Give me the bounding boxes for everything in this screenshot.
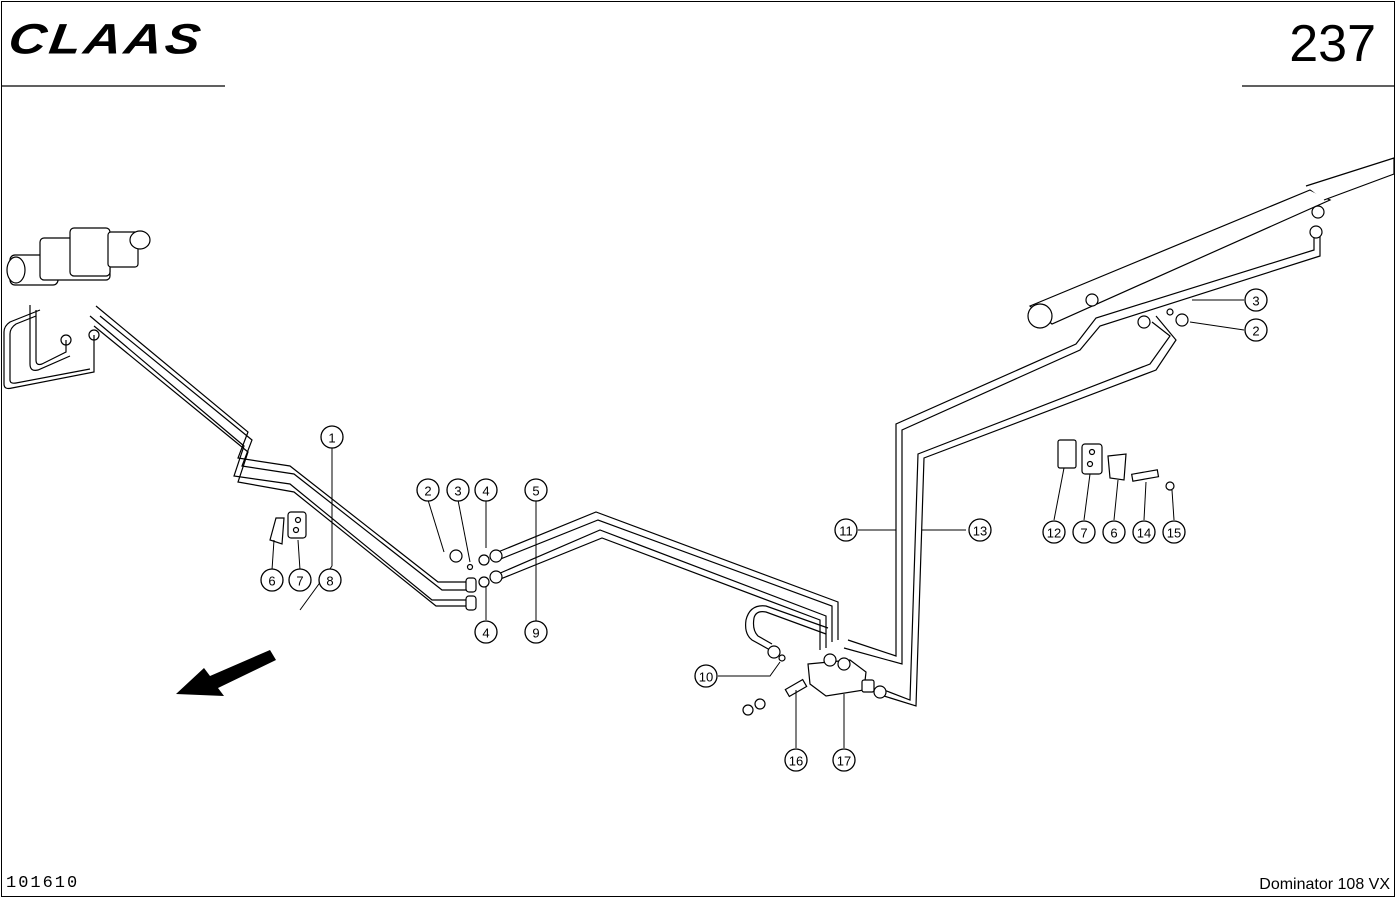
callout-label: 4 [482, 484, 489, 499]
callout-4: 4 [474, 478, 498, 502]
callout-7: 7 [288, 568, 312, 592]
callout-14: 14 [1132, 520, 1156, 544]
callout-label: 16 [789, 754, 803, 769]
direction-arrow [176, 650, 276, 696]
leader-lines [271, 299, 1245, 748]
callout-label: 9 [532, 626, 539, 641]
callout-label: 7 [1080, 526, 1087, 541]
callout-12: 12 [1042, 520, 1066, 544]
callout-2: 2 [416, 478, 440, 502]
callout-15: 15 [1162, 520, 1186, 544]
document-number: 101610 [6, 874, 80, 893]
callout-2: 2 [1244, 318, 1268, 342]
callout-label: 10 [699, 670, 713, 685]
callout-label: 14 [1137, 526, 1151, 541]
callout-label: 12 [1047, 526, 1061, 541]
control-valve-assembly [6, 227, 151, 346]
callout-label: 7 [296, 574, 303, 589]
callout-label: 1 [328, 431, 335, 446]
callout-label: 3 [454, 484, 461, 499]
callout-label: 8 [326, 574, 333, 589]
check-valve-17 [742, 653, 875, 716]
callout-1: 1 [320, 425, 344, 449]
callout-label: 6 [268, 574, 275, 589]
callout-3: 3 [1244, 288, 1268, 312]
callout-17: 17 [832, 748, 856, 772]
callout-label: 2 [424, 484, 431, 499]
page-number: 237 [1289, 15, 1376, 73]
pipe-clamp-left [269, 511, 474, 571]
callout-16: 16 [784, 748, 808, 772]
callout-label: 4 [482, 626, 489, 641]
callout-6: 6 [1102, 520, 1126, 544]
callout-5: 5 [524, 478, 548, 502]
callout-10: 10 [694, 664, 718, 688]
model-name: Dominator 108 VX [1259, 876, 1390, 893]
pipe-line-10 [745, 605, 829, 659]
callout-7: 7 [1072, 520, 1096, 544]
left-loop-pipes [3, 305, 95, 390]
callout-label: 2 [1252, 324, 1259, 339]
callout-label: 3 [1252, 294, 1259, 309]
callout-6: 6 [260, 568, 284, 592]
callout-label: 17 [837, 754, 851, 769]
callout-4: 4 [474, 620, 498, 644]
callout-label: 5 [532, 484, 539, 499]
hydraulic-cylinder [1027, 157, 1395, 329]
callout-8: 8 [318, 568, 342, 592]
pipe-line-1-8 [89, 305, 477, 611]
callout-label: 11 [839, 524, 853, 539]
pipe-clamp-right [1057, 439, 1175, 491]
callout-13: 13 [968, 518, 992, 542]
pipe-line-5-9 [478, 511, 839, 650]
pipe-line-11-13 [843, 236, 1321, 707]
callout-label: 6 [1110, 526, 1117, 541]
callout-9: 9 [524, 620, 548, 644]
callout-11: 11 [834, 518, 858, 542]
callout-label: 15 [1167, 526, 1181, 541]
callout-3: 3 [446, 478, 470, 502]
callout-label: 13 [973, 524, 987, 539]
